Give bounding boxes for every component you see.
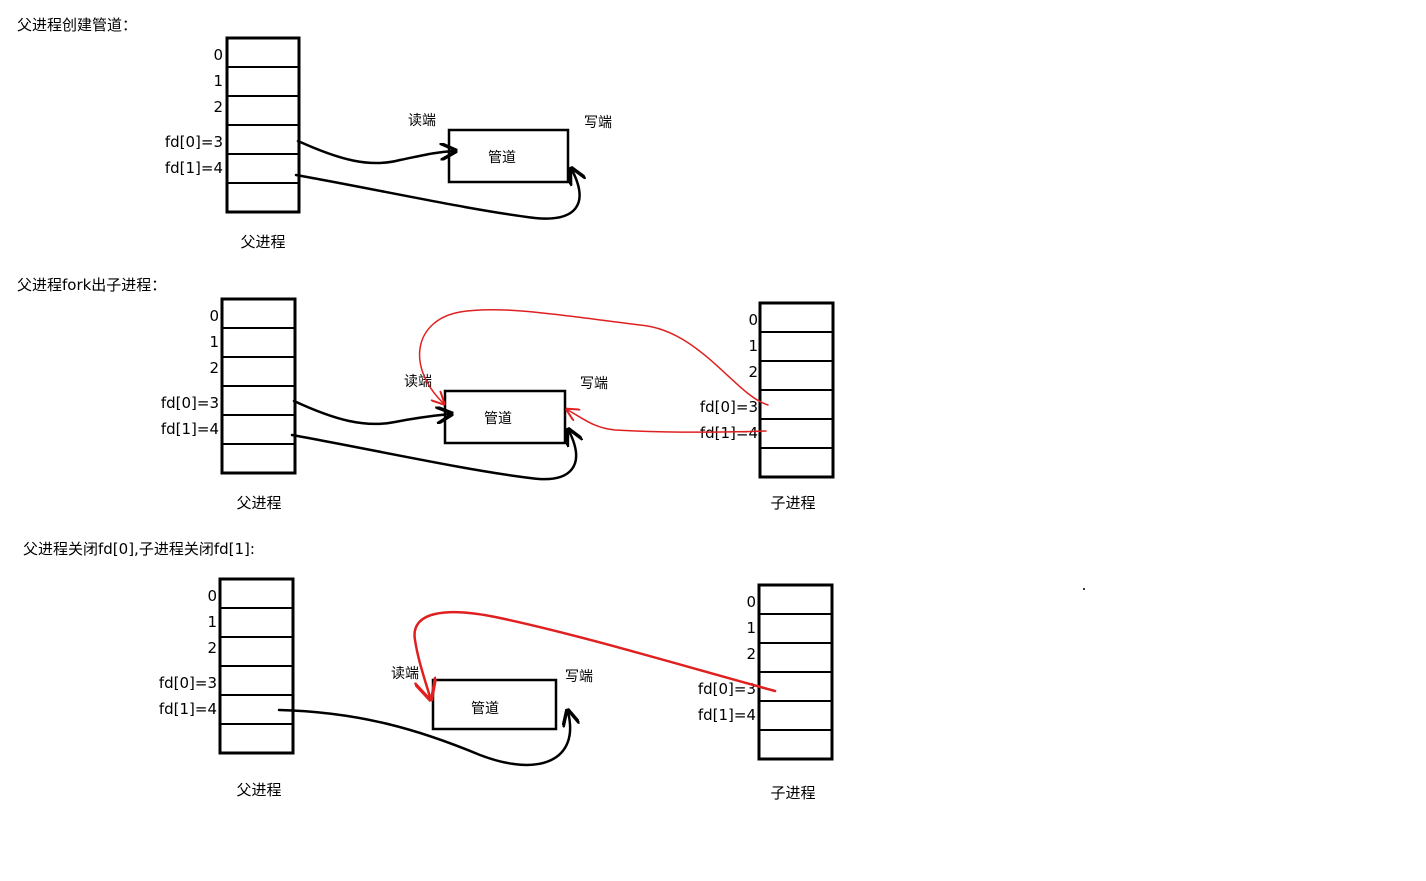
arrow-child-fd0-to-read-end bbox=[418, 308, 769, 405]
read-end-label: 读端 bbox=[408, 112, 436, 129]
fd-index-2: 2 bbox=[207, 639, 217, 657]
fd-index-3: fd[0]=3 bbox=[161, 394, 219, 412]
section-fork: 父进程fork出子进程： 0 1 2 fd[0]=3 fd[1]=4 父进程 管… bbox=[17, 276, 835, 512]
fd-index-0: 0 bbox=[748, 311, 758, 329]
read-end-label: 读端 bbox=[391, 665, 419, 682]
section-close-fds: 父进程关闭fd[0],子进程关闭fd[1]: 0 1 2 fd[0]=3 fd[… bbox=[23, 540, 834, 802]
parent-caption: 父进程 bbox=[236, 494, 281, 512]
fd-index-3: fd[0]=3 bbox=[159, 674, 217, 692]
arrow-child-fd0-to-read-end bbox=[413, 610, 777, 697]
fd-index-4: fd[1]=4 bbox=[159, 700, 217, 718]
arrow-parent-fd0-to-read-end bbox=[292, 399, 450, 426]
pipe-box bbox=[431, 678, 558, 731]
fd-index-4: fd[1]=4 bbox=[698, 706, 756, 724]
write-end-label: 写端 bbox=[580, 376, 608, 392]
write-end-label: 写端 bbox=[565, 669, 593, 685]
fd-index-2: 2 bbox=[746, 645, 756, 663]
stray-dot bbox=[1083, 588, 1085, 590]
fd-index-1: 1 bbox=[748, 337, 758, 355]
child-caption: 子进程 bbox=[770, 494, 815, 512]
arrow-fd1-to-write-end bbox=[294, 170, 580, 220]
pipe-box bbox=[443, 389, 567, 445]
pipe-label: 管道 bbox=[471, 701, 499, 717]
fd-index-2: 2 bbox=[748, 363, 758, 381]
fd-index-1: 1 bbox=[213, 72, 223, 90]
fd-index-0: 0 bbox=[209, 307, 219, 325]
section-title: 父进程关闭fd[0],子进程关闭fd[1]: bbox=[23, 540, 255, 558]
fd-index-2: 2 bbox=[209, 359, 219, 377]
fd-index-3: fd[0]=3 bbox=[700, 398, 758, 416]
fd-index-0: 0 bbox=[213, 46, 223, 64]
section-create-pipe: 父进程创建管道： 0 1 2 fd[0]=3 fd[1]=4 父进程 管道 读端… bbox=[17, 16, 612, 251]
child-fd-table bbox=[757, 583, 834, 761]
write-end-label: 写端 bbox=[584, 115, 612, 131]
fd-index-1: 1 bbox=[209, 333, 219, 351]
fd-index-3: fd[0]=3 bbox=[165, 133, 223, 151]
parent-fd-table bbox=[220, 297, 297, 475]
section-title: 父进程创建管道： bbox=[17, 16, 137, 34]
parent-caption: 父进程 bbox=[236, 781, 281, 799]
fd-index-1: 1 bbox=[207, 613, 217, 631]
pipe-label: 管道 bbox=[488, 150, 516, 166]
arrow-parent-fd1-to-write-end bbox=[290, 431, 576, 481]
fd-index-1: 1 bbox=[746, 619, 756, 637]
parent-fd-table bbox=[225, 36, 301, 214]
fd-index-4: fd[1]=4 bbox=[165, 159, 223, 177]
pipe-label: 管道 bbox=[484, 411, 512, 427]
child-caption: 子进程 bbox=[770, 784, 815, 802]
section-title: 父进程fork出子进程： bbox=[17, 276, 166, 294]
arrow-child-fd1-to-write-end bbox=[568, 410, 767, 433]
child-fd-table bbox=[758, 301, 835, 479]
parent-fd-table bbox=[218, 577, 295, 755]
arrow-parent-fd1-to-write-end bbox=[277, 710, 570, 767]
fd-index-4: fd[1]=4 bbox=[700, 424, 758, 442]
read-end-label: 读端 bbox=[404, 373, 432, 390]
arrow-fd0-to-read-end bbox=[296, 139, 454, 165]
fd-index-3: fd[0]=3 bbox=[698, 680, 756, 698]
fd-index-0: 0 bbox=[207, 587, 217, 605]
parent-caption: 父进程 bbox=[240, 233, 285, 251]
fd-index-4: fd[1]=4 bbox=[161, 420, 219, 438]
fd-index-0: 0 bbox=[746, 593, 756, 611]
fd-index-2: 2 bbox=[213, 98, 223, 116]
